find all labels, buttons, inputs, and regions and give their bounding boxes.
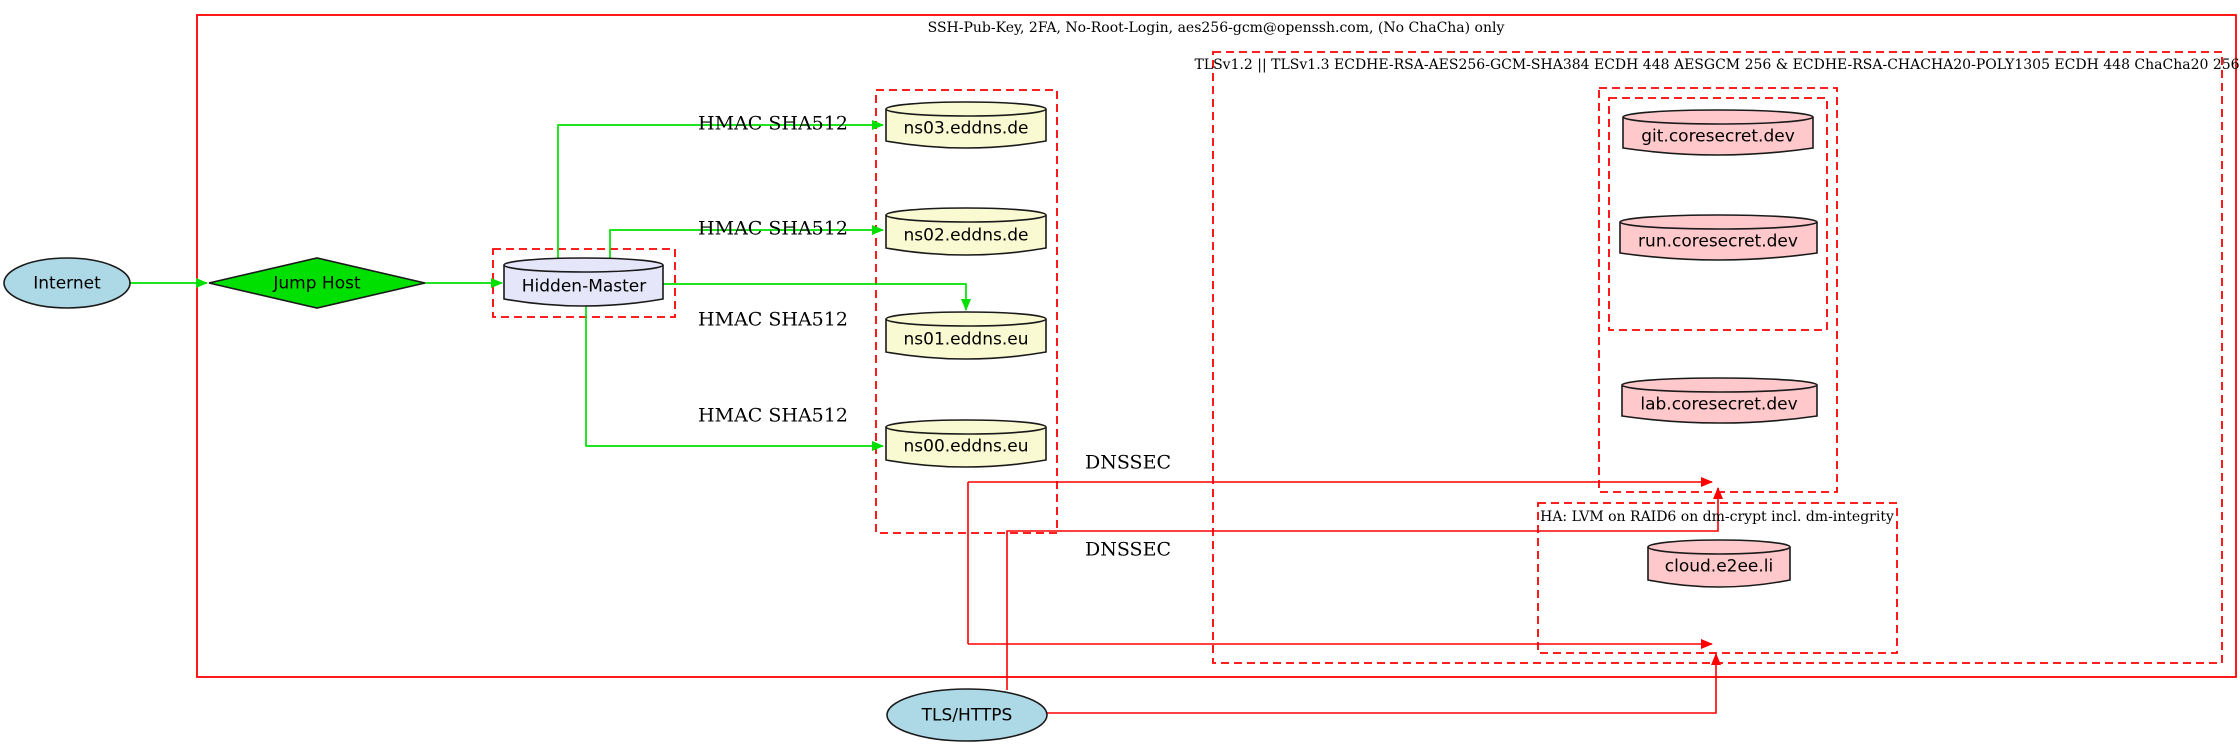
cylinder-ns02 [885, 207, 1047, 223]
cylinder-ns01 [885, 319, 1047, 360]
edge-label-dnssec-1: DNSSEC [1085, 451, 1171, 474]
node-label-ns01: ns01.eddns.eu [903, 329, 1029, 350]
node-label-lab: lab.coresecret.dev [1640, 394, 1798, 415]
cylinder-git [1622, 109, 1814, 125]
node-internet-shape [3, 257, 131, 309]
cylinder-ns00 [885, 427, 1047, 468]
cylinder-ns01 [885, 311, 1047, 327]
node-label-tls-https: TLS/HTTPS [921, 705, 1013, 726]
node-label-cloud: cloud.e2ee.li [1664, 556, 1774, 577]
cylinder-run [1619, 222, 1818, 261]
cluster-ha-title: HA: LVM on RAID6 on dm-crypt incl. dm-in… [1540, 509, 1894, 525]
cylinder-cloud [1647, 547, 1791, 588]
edge-label-dnssec-2: DNSSEC [1085, 538, 1171, 561]
cylinder-ns00 [885, 419, 1047, 435]
cluster-ssh-title: SSH-Pub-Key, 2FA, No-Root-Login, aes256-… [927, 20, 1505, 36]
cylinder-hidden-master [503, 257, 664, 273]
node-label-hidden-master: Hidden-Master [521, 276, 647, 297]
node-label-jump-host: Jump Host [273, 273, 361, 294]
cluster-tls-title: TLSv1.2 || TLSv1.3 ECDHE-RSA-AES256-GCM-… [1194, 57, 2240, 73]
edge-tlshttps-coresecret [1006, 487, 1723, 690]
cylinder-lab [1621, 385, 1818, 424]
edge-label-hmac-ns02: HMAC SHA512 [698, 217, 848, 240]
node-label-ns03: ns03.eddns.de [903, 118, 1029, 139]
node-label-ns02: ns02.eddns.de [903, 225, 1029, 246]
edge-hiddenmaster-ns02 [609, 225, 884, 259]
node-label-ns00: ns00.eddns.eu [903, 436, 1029, 457]
node-label-internet: Internet [33, 273, 101, 294]
edge-label-hmac-ns03: HMAC SHA512 [698, 112, 848, 135]
node-tlshttps-shape [886, 688, 1048, 742]
cluster-ha-box [1537, 502, 1898, 654]
cluster-coresecret-inner-box [1608, 97, 1828, 331]
edge-tlshttps-ha [1047, 653, 1721, 714]
cluster-ssh-box [196, 14, 2237, 678]
edge-hiddenmaster-ns03 [557, 120, 884, 259]
cylinder-run [1619, 214, 1818, 230]
node-jumphost-shape [208, 257, 426, 309]
edge-hiddenmaster-ns00 [585, 306, 884, 451]
cylinder-ns02 [885, 215, 1047, 256]
edge-label-hmac-ns00: HMAC SHA512 [698, 404, 848, 427]
cluster-hidden-master-box [492, 248, 676, 318]
cylinder-ns03 [885, 101, 1047, 117]
cylinder-cloud [1647, 539, 1791, 555]
cylinder-git [1622, 117, 1814, 156]
cylinder-ns03 [885, 109, 1047, 149]
cylinder-lab [1621, 377, 1818, 393]
node-label-git: git.coresecret.dev [1641, 126, 1795, 147]
node-label-run: run.coresecret.dev [1638, 231, 1798, 252]
edge-hiddenmaster-ns01 [663, 283, 971, 311]
edge-label-hmac-ns01: HMAC SHA512 [698, 308, 848, 331]
cylinder-hidden-master [503, 265, 664, 307]
